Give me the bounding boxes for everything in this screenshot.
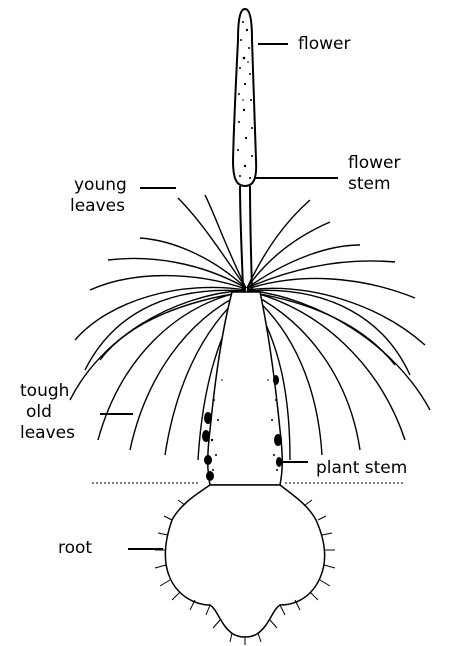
label-tough-old-leaves-line1: tough [20, 381, 75, 402]
label-flower: flower [298, 34, 350, 55]
label-tough-old-leaves: tough old leaves [20, 381, 75, 444]
flower-stem-line [240, 186, 252, 290]
flower-spike-icon [233, 9, 256, 186]
label-tough-old-leaves-line3: leaves [20, 423, 75, 444]
label-flower-stem-line2: stem [348, 174, 400, 195]
label-plant-stem: plant stem [316, 458, 407, 479]
label-root: root [58, 538, 92, 559]
trunk [208, 292, 283, 485]
label-plant-stem-text: plant stem [316, 458, 407, 479]
label-flower-stem-line1: flower [348, 153, 400, 174]
label-young-leaves-line2: leaves [70, 196, 127, 217]
label-young-leaves-line1: young [70, 175, 127, 196]
label-young-leaves: young leaves [70, 175, 127, 217]
label-root-text: root [58, 538, 92, 559]
label-flower-text: flower [298, 34, 350, 55]
label-tough-old-leaves-line2: old [20, 402, 75, 423]
root-bulb [165, 485, 324, 637]
label-flower-stem: flower stem [348, 153, 400, 195]
